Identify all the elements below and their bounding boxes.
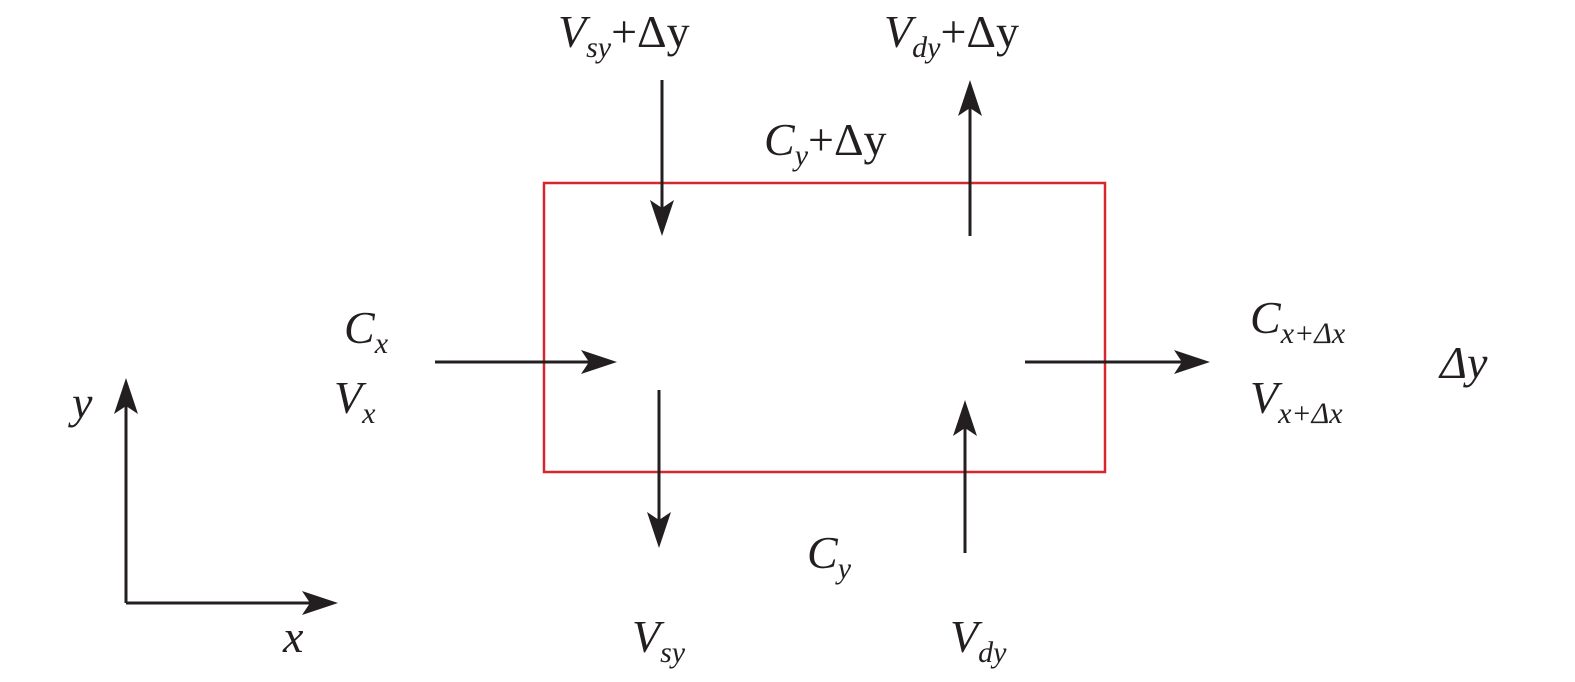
label-vx: Vx <box>334 372 376 430</box>
label-cy-plus-dy: Cy+Δy <box>764 114 887 172</box>
label-cy: Cy <box>807 527 852 585</box>
axis-label-x: x <box>282 611 304 662</box>
arrow-cx-out <box>1025 350 1210 374</box>
arrow-vdy-top-out <box>958 80 982 236</box>
label-vx-plus-dx: Vx+Δx <box>1250 372 1343 430</box>
label-vsy-plus-dy: Vsy+Δy <box>558 6 690 64</box>
arrow-vsy-top-in <box>650 80 674 236</box>
label-vsy: Vsy <box>632 611 686 669</box>
coordinate-axes <box>114 378 338 615</box>
label-delta-y: Δy <box>1438 337 1488 388</box>
arrow-cx-in <box>435 350 617 374</box>
arrow-vdy-bottom-in <box>953 400 977 553</box>
axis-label-y: y <box>68 377 93 428</box>
label-cx: Cx <box>344 302 389 360</box>
label-cx-plus-dx: Cx+Δx <box>1250 292 1346 350</box>
label-vdy: Vdy <box>950 611 1007 669</box>
control-volume-box <box>542 181 1107 474</box>
arrow-vsy-bottom-out <box>647 390 671 548</box>
label-vdy-plus-dy: Vdy+Δy <box>884 6 1019 64</box>
